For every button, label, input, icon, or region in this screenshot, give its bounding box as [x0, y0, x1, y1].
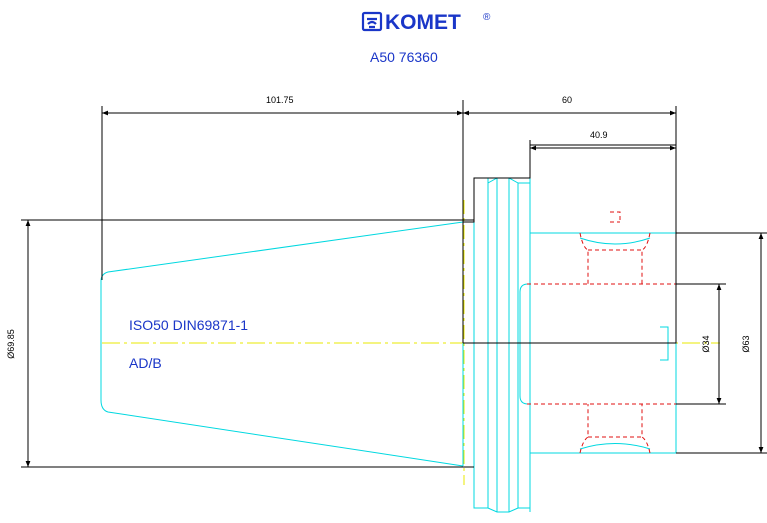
dimension-outer-diameter: Ø63 — [741, 335, 751, 352]
dimension-flange-diameter: Ø69.85 — [6, 329, 16, 359]
komet-logo: KOMET ® — [361, 11, 491, 34]
hidden-features — [527, 211, 676, 454]
registered-mark: ® — [483, 12, 491, 23]
dimension-taper-length: 101.75 — [266, 95, 294, 105]
outline — [21, 144, 767, 468]
part-number: A50 76360 — [370, 49, 438, 65]
brand-name: KOMET — [385, 11, 461, 34]
komet-logo-icon — [361, 11, 383, 32]
dimension-bore-depth: 40.9 — [590, 130, 608, 140]
standard-note: ISO50 DIN69871-1 — [129, 317, 248, 333]
variant-note: AD/B — [129, 355, 162, 371]
dimension-bore-diameter: Ø34 — [701, 335, 711, 352]
flange — [473, 145, 531, 513]
taper-shank — [100, 221, 464, 467]
dimension-head-length: 60 — [562, 95, 572, 105]
extension-lines — [101, 100, 677, 280]
